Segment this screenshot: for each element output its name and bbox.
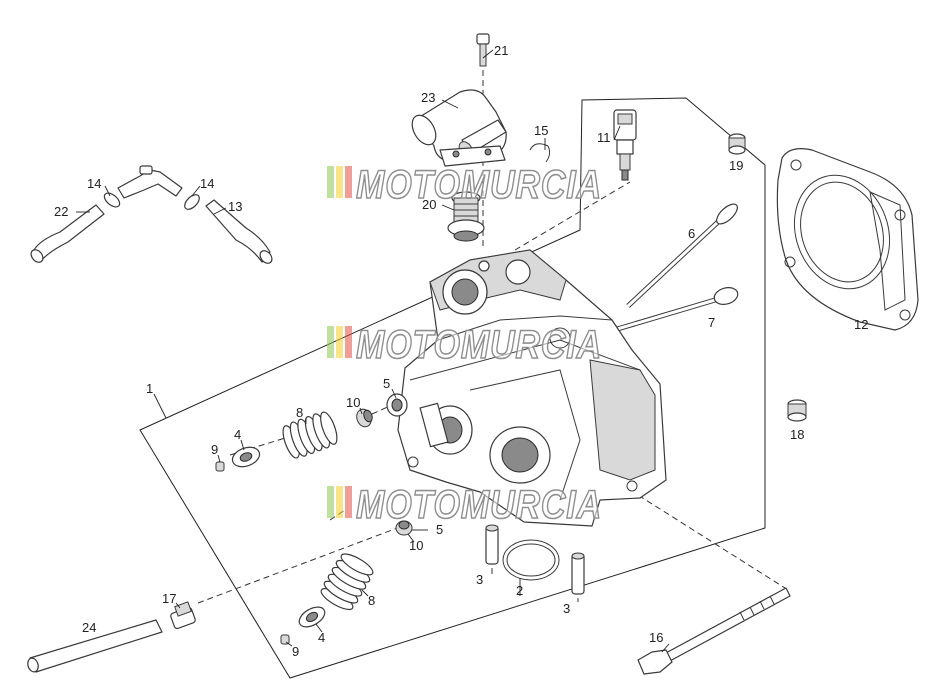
hose-fitting xyxy=(170,601,196,630)
valve-retainer-lower xyxy=(298,606,326,628)
callout-3: 3 xyxy=(563,601,570,616)
valve-retainer-upper xyxy=(231,446,261,468)
callout-leader-lines xyxy=(76,49,670,653)
watermark-stripe-red xyxy=(345,326,352,358)
cylinder-head xyxy=(397,249,667,527)
callout-14: 14 xyxy=(87,176,101,191)
callout-9: 9 xyxy=(292,644,299,659)
callout-10: 10 xyxy=(346,395,360,410)
valve-keeper-lower xyxy=(280,634,290,645)
watermark-stripe-red xyxy=(345,166,352,198)
coolant-t-fitting xyxy=(117,165,183,199)
watermark-middle: MOTOMURCIA xyxy=(327,322,602,368)
valve-stem-seal-lower xyxy=(395,520,413,536)
hose-clamp-right xyxy=(184,194,200,210)
temperature-sensor xyxy=(613,109,637,181)
callout-13: 13 xyxy=(228,199,242,214)
thermostat xyxy=(447,191,485,242)
dowel-sleeve-lower xyxy=(787,399,807,422)
watermark-bottom: MOTOMURCIA xyxy=(327,482,602,528)
watermark-stripe-green xyxy=(327,166,334,198)
thermostat-housing xyxy=(411,89,507,167)
intake-valve xyxy=(626,203,738,308)
watermark-top: MOTOMURCIA xyxy=(327,162,602,208)
callout-23: 23 xyxy=(421,90,435,105)
callout-5: 5 xyxy=(436,522,443,537)
callout-14: 14 xyxy=(200,176,214,191)
dowel-pin-right xyxy=(571,552,585,595)
callout-11: 11 xyxy=(597,130,611,145)
callout-8: 8 xyxy=(368,593,375,608)
cylinder-head-assembly-frame xyxy=(139,97,766,679)
valve-spring-lower xyxy=(320,553,374,611)
callout-4: 4 xyxy=(318,630,325,645)
callout-24: 24 xyxy=(82,620,96,635)
callout-labels: 21 23 15 11 19 14 14 22 13 20 6 7 12 1 5… xyxy=(54,43,868,659)
callout-9: 9 xyxy=(211,442,218,457)
callout-8: 8 xyxy=(296,405,303,420)
callout-6: 6 xyxy=(688,226,695,241)
valve-spring-seat-upper xyxy=(386,393,408,417)
callout-7: 7 xyxy=(708,315,715,330)
watermark-stripe-red xyxy=(345,486,352,518)
callout-4: 4 xyxy=(234,427,241,442)
thermostat-housing-bolt xyxy=(476,33,490,67)
callout-21: 21 xyxy=(494,43,508,58)
callout-17: 17 xyxy=(162,591,176,606)
cylinder-head-gasket xyxy=(776,148,919,331)
hose-clamp-left xyxy=(103,192,121,208)
coolant-hose-left xyxy=(30,204,105,263)
dowel-pin-left xyxy=(485,524,499,565)
watermark-stripe-green xyxy=(327,326,334,358)
watermark-brand-text: MOTOMURCIA xyxy=(356,483,602,527)
watermark-stripe-yellow xyxy=(336,326,343,358)
exhaust-valve xyxy=(613,287,739,333)
callout-12: 12 xyxy=(854,317,868,332)
callout-19: 19 xyxy=(729,158,743,173)
callout-16: 16 xyxy=(649,630,663,645)
callout-20: 20 xyxy=(422,197,436,212)
callout-3: 3 xyxy=(476,572,483,587)
coolant-hose-right xyxy=(205,199,273,264)
watermark-stripe-green xyxy=(327,486,334,518)
valve-spring-upper xyxy=(282,411,338,459)
watermark-brand-text: MOTOMURCIA xyxy=(356,323,602,367)
callout-10: 10 xyxy=(409,538,423,553)
cylinder-head-long-bolt xyxy=(637,587,791,675)
dowel-sleeve-upper xyxy=(728,133,746,155)
callout-1: 1 xyxy=(146,381,153,396)
hose-clip xyxy=(529,143,551,163)
watermark-stripe-yellow xyxy=(336,486,343,518)
valve-keeper-upper xyxy=(215,461,225,472)
callout-22: 22 xyxy=(54,204,68,219)
callout-15: 15 xyxy=(534,123,548,138)
callout-18: 18 xyxy=(790,427,804,442)
watermark-brand-text: MOTOMURCIA xyxy=(356,163,602,207)
breather-hose xyxy=(27,619,163,673)
valve-stem-seal-upper xyxy=(356,408,373,428)
callout-2: 2 xyxy=(516,583,523,598)
o-ring xyxy=(502,539,560,581)
watermark-stripe-yellow xyxy=(336,166,343,198)
callout-5: 5 xyxy=(383,376,390,391)
